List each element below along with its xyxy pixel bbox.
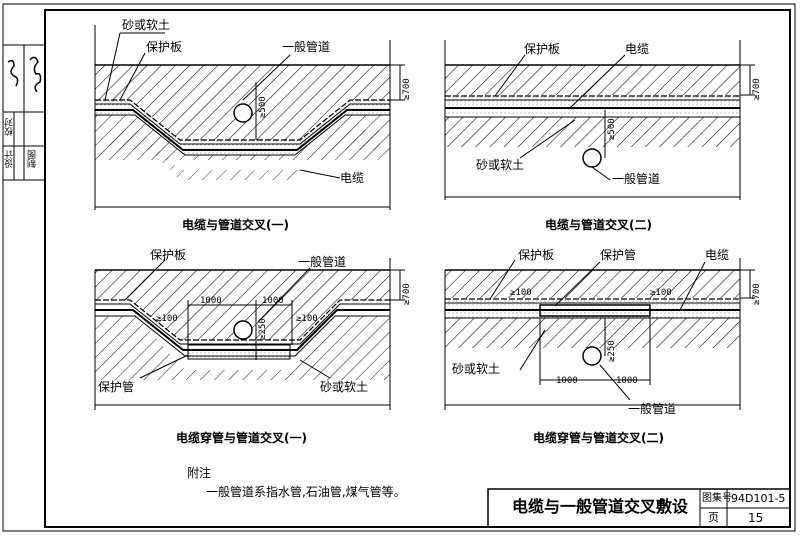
fig4-dim-1000-right: 1000: [616, 376, 638, 386]
fig4-dim-100-right: ≥100: [650, 288, 672, 298]
fig2-caption: 电缆与管道交叉(二): [545, 218, 652, 232]
signature-mark: [7, 59, 19, 87]
fig3-pipe-label: 一般管道: [298, 255, 347, 269]
figure-3-drawing: [94, 258, 405, 410]
fig1-dim-700: ≥700: [402, 78, 412, 100]
fig3-dim-100-left: ≥100: [156, 314, 178, 324]
fig1-cable-label: 电缆: [340, 171, 365, 185]
fig4-dim-250: ≥250: [607, 340, 617, 362]
general-pipe: [582, 346, 602, 366]
cable-line: [95, 109, 390, 151]
inner-frame: [44, 9, 791, 528]
general-pipe: [582, 148, 602, 168]
notes-text: 一般管道系指水管,石油管,煤气管等。: [206, 485, 406, 499]
protection-tube: [187, 344, 291, 360]
fig3-sand-label: 砂或软土: [320, 380, 369, 394]
atlas-number-label: 图集号: [702, 493, 732, 504]
fig2-cable-label: 电缆: [625, 42, 650, 56]
fig1-dim-500: ≥500: [258, 96, 268, 118]
fig3-caption: 电缆穿管与管道交叉(一): [176, 431, 307, 445]
fig4-tube-label: 保护管: [600, 248, 637, 262]
ground-soil: [95, 65, 390, 140]
figure-2-drawing: [444, 40, 755, 200]
fig1-caption: 电缆与管道交叉(一): [182, 218, 289, 232]
fig4-cable-label: 电缆: [705, 248, 730, 262]
side-label-design: 设计: [5, 150, 15, 168]
fig3-tube-label: 保护管: [98, 380, 135, 394]
page-label: 页: [708, 511, 719, 524]
outer-frame: [2, 3, 796, 532]
general-pipe: [233, 320, 253, 340]
atlas-number: 94D101-5: [731, 492, 786, 505]
protection-plate: [95, 99, 390, 141]
fig4-plate-label: 保护板: [518, 248, 555, 262]
fig4-dim-100-left: ≥100: [510, 288, 532, 298]
fig1-pipe-label: 一般管道: [282, 40, 331, 54]
fig2-plate-label: 保护板: [524, 42, 561, 56]
fig4-pipe-label: 一般管道: [628, 402, 677, 416]
side-label-check: 校对: [5, 118, 15, 136]
fig3-dim-100-right: ≥100: [296, 314, 318, 324]
trench-sand: [445, 95, 740, 117]
fig1-sand-label: 砂或软土: [122, 18, 171, 32]
fig3-dim-1000-left: 1000: [200, 296, 222, 306]
fig4-dim-700: ≥700: [752, 283, 762, 305]
notes-heading: 附注: [187, 466, 212, 480]
fig2-pipe-label: 一般管道: [612, 172, 661, 186]
fig3-dim-700: ≥700: [402, 283, 412, 305]
fig2-sand-label: 砂或软土: [476, 158, 525, 172]
side-label-drawing: 制图: [28, 150, 38, 168]
fig4-dim-1000-left: 1000: [556, 376, 578, 386]
protection-tube: [539, 304, 651, 317]
fig4-sand-label: 砂或软土: [452, 362, 501, 376]
signature-mark: [29, 56, 42, 93]
protection-plate: [95, 299, 390, 341]
fig2-dim-700: ≥700: [752, 78, 762, 100]
fig2-dim-500: ≥500: [607, 118, 617, 140]
page-number: 15: [748, 511, 764, 525]
fig4-caption: 电缆穿管与管道交叉(二): [533, 431, 664, 445]
drawing-title: 电缆与一般管道交叉敷设: [512, 497, 689, 516]
figure-4-drawing: [444, 258, 755, 410]
figure-1-drawing: [94, 25, 405, 210]
fig3-dim-250: ≥250: [258, 318, 268, 340]
trench-sand: [95, 100, 390, 155]
general-pipe: [233, 103, 253, 123]
fig3-dim-1000-right: 1000: [262, 296, 284, 306]
fig1-plate-label: 保护板: [146, 40, 183, 54]
fig3-plate-label: 保护板: [150, 248, 187, 262]
